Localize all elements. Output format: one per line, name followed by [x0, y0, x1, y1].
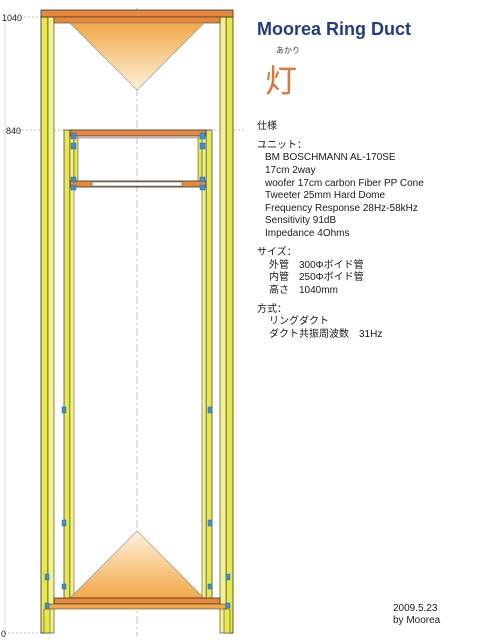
inner-tube-right-wall — [205, 129, 213, 604]
size-line: 高さ 1040mm — [269, 284, 338, 296]
speaker-baffle-board — [69, 129, 207, 137]
bottom-cone-reflector — [69, 530, 205, 599]
foot-right — [223, 608, 231, 634]
unit-line: Sensitivity 91dB — [265, 215, 337, 227]
unit-line: 17cm 2way — [265, 165, 316, 177]
product-title: Moorea Ring Duct — [257, 19, 412, 39]
spec-block: 仕様 ユニット： BM BOSCHMANN AL-170SE 17cm 2way… — [257, 121, 472, 341]
name-reading: あかり — [276, 46, 300, 55]
unit-line: Tweeter 25mm Hard Dome — [265, 190, 386, 202]
size-line: 外管 300Φボイド管 — [269, 259, 364, 271]
foot-left — [43, 608, 51, 634]
size-heading: サイズ： — [257, 246, 297, 258]
spec-heading: 仕様 — [257, 121, 277, 132]
top-cap-board — [40, 9, 234, 18]
unit-heading: ユニット： — [257, 139, 307, 151]
spacer-markers — [44, 132, 231, 609]
unit-line: Impedance 4Ohms — [265, 228, 350, 240]
dim-label-840: 840 — [6, 126, 22, 136]
unit-line: woofer 17cm carbon Fiber PP Cone — [265, 177, 424, 189]
top-cone-reflector — [69, 22, 205, 91]
unit-line: Frequency Response 28Hz-58kHz — [265, 202, 418, 214]
name-kanji: 灯 — [265, 62, 298, 100]
outer-tube-right-wall — [225, 16, 234, 634]
inner-tube-left-wall — [63, 129, 71, 604]
size-line: 内管 250Φボイド管 — [269, 272, 364, 284]
author-text: by Moorea — [393, 615, 441, 626]
outer-tube-left-wall — [40, 16, 49, 634]
bottom-base-board — [53, 597, 221, 605]
method-line: ダクト共振周波数 31Hz — [269, 328, 383, 340]
dim-label-1040: 1040 — [2, 13, 23, 23]
method-heading: 方式： — [257, 303, 287, 315]
method-line: リングダクト — [269, 316, 329, 328]
dim-label-0: 0 — [1, 629, 7, 639]
unit-line: BM BOSCHMANN AL-170SE — [265, 152, 396, 164]
signature: 2009.5.23 by Moorea — [393, 603, 440, 627]
date-text: 2009.5.23 — [393, 603, 438, 614]
